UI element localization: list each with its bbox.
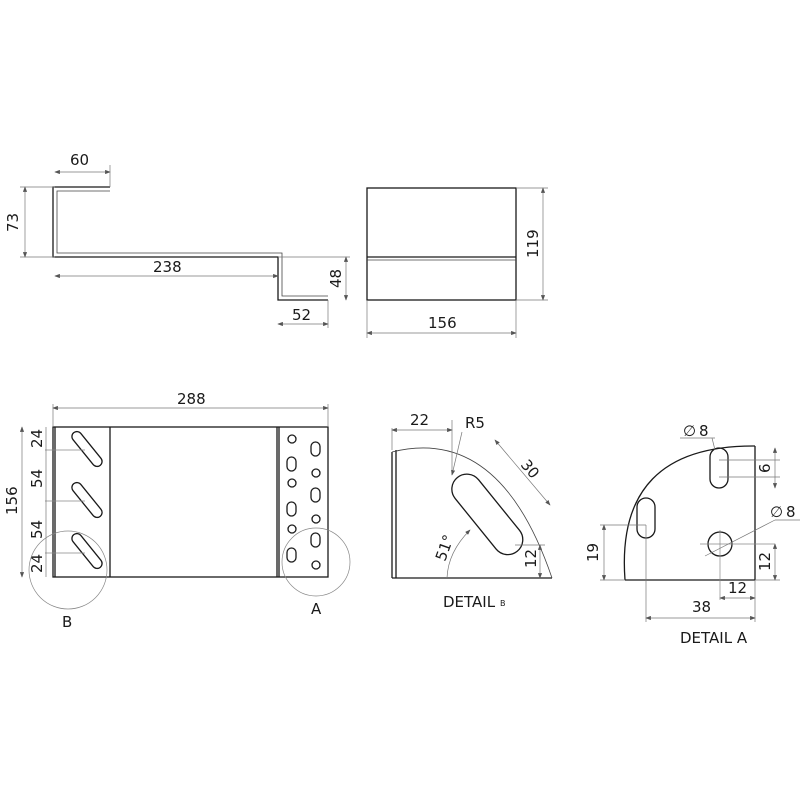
dim-30: 30	[517, 456, 543, 482]
dim-19: 19	[584, 543, 602, 562]
dim-119: 119	[524, 229, 542, 258]
detail-b-title-suffix: B	[500, 599, 506, 608]
plan-view: 288 156 24 54 54 24 B A	[3, 390, 351, 631]
detail-b-callout-circle	[28, 530, 108, 610]
end-view: 119 156	[366, 187, 548, 338]
dim-156: 156	[428, 314, 457, 332]
dim-12-vertical: 12	[756, 552, 774, 571]
hole2-diameter: 8	[786, 503, 796, 521]
dim-54-a: 54	[28, 469, 46, 488]
detail-b-title: DETAIL	[443, 593, 496, 611]
dia-symbol-1: ∅	[683, 422, 696, 440]
dim-38: 38	[692, 598, 711, 616]
callout-b: B	[62, 613, 72, 631]
dim-52: 52	[292, 306, 311, 324]
dim-48: 48	[327, 269, 345, 288]
dim-12-horizontal: 12	[728, 579, 747, 597]
callout-a: A	[311, 600, 322, 618]
dim-12-detail-b: 12	[522, 549, 540, 568]
detail-a-callout-circle	[281, 527, 351, 597]
angle-51: 51°	[432, 532, 458, 563]
hole-pattern	[286, 434, 321, 570]
hole1-diameter: 8	[699, 422, 709, 440]
detail-a: ∅ 8 ∅ 8 6 19 12 12 38 DETAIL A	[584, 422, 800, 647]
dim-60: 60	[70, 151, 89, 169]
detail-b: 22 R5 30 51° 12 DETAIL B	[391, 411, 553, 611]
dim-54-b: 54	[28, 520, 46, 539]
detail-a-title: DETAIL A	[680, 629, 748, 647]
radius-r5: R5	[465, 414, 485, 432]
dim-6: 6	[756, 463, 774, 473]
dim-288: 288	[177, 390, 206, 408]
dim-22: 22	[410, 411, 429, 429]
dim-238: 238	[153, 258, 182, 276]
dim-156-plan: 156	[3, 486, 21, 515]
dim-24-bottom: 24	[28, 554, 46, 573]
dim-24-top: 24	[28, 429, 46, 448]
dia-symbol-2: ∅	[770, 503, 783, 521]
diagonal-slots	[45, 430, 103, 570]
side-view: 60 73 238 48 52	[4, 151, 350, 328]
dim-73: 73	[4, 213, 22, 232]
